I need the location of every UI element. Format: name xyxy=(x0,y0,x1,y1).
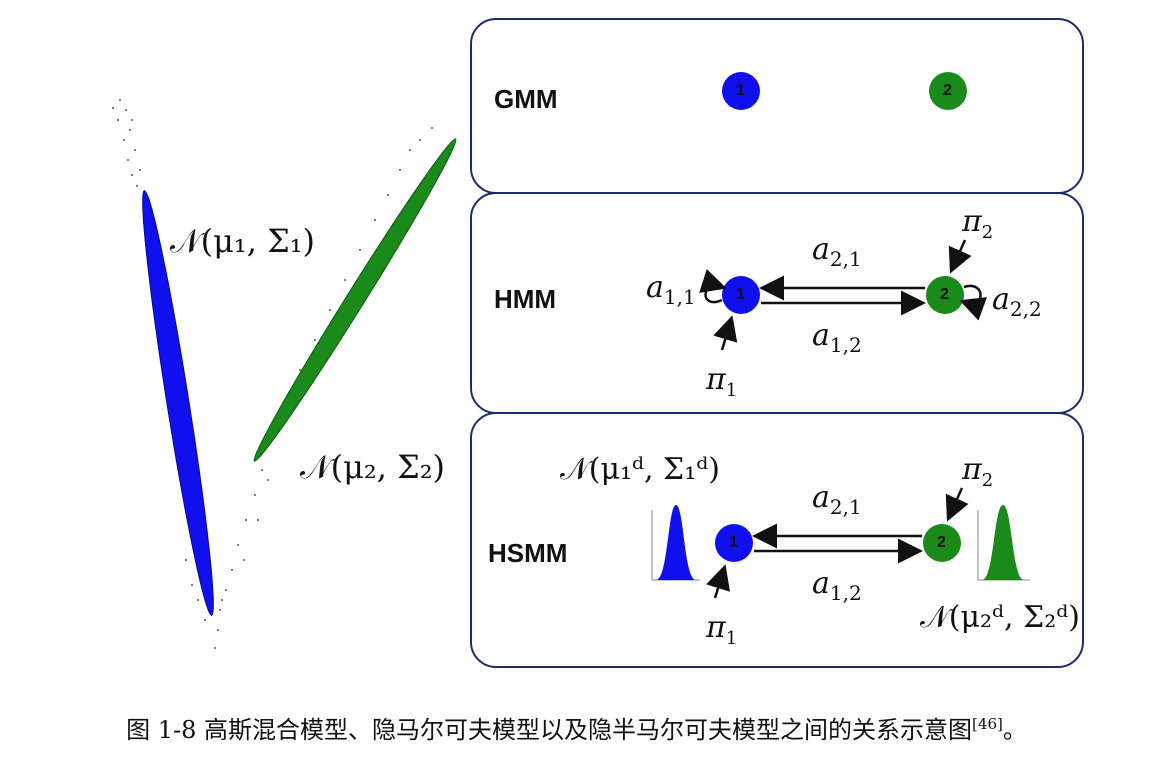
gmm-state-1-label: 1 xyxy=(736,82,745,100)
hmm-self-loop-1 xyxy=(706,286,723,302)
hmm-initial-arrow-2 xyxy=(952,240,965,269)
caption-text: 图 1-8 高斯混合模型、隐马尔可夫模型以及隐半马尔可夫模型之间的关系示意图 xyxy=(126,716,972,744)
hmm-state-1-label: 1 xyxy=(736,286,745,304)
hsmm-initial-arrow-2 xyxy=(949,488,962,517)
hmm-pi1-label: π1 xyxy=(706,362,737,401)
hmm-self-loop-2 xyxy=(964,286,981,303)
hmm-pi2-label: π2 xyxy=(962,204,993,243)
duration-distribution-2 xyxy=(978,505,1030,580)
hmm-initial-arrow-1 xyxy=(722,320,731,350)
hsmm-duration-1-label: 𝒩(μ₁ᵈ, Σ₁ᵈ) xyxy=(560,452,720,487)
hsmm-initial-arrow-1 xyxy=(715,569,724,598)
hsmm-pi1-label: π1 xyxy=(706,610,737,649)
hmm-state-2-label: 2 xyxy=(940,286,949,304)
hsmm-a21-label: a2,1 xyxy=(812,480,862,519)
hsmm-state-1-label: 1 xyxy=(729,534,738,552)
hsmm-state-2-label: 2 xyxy=(937,534,946,552)
hsmm-pi2-label: π2 xyxy=(962,452,993,491)
hmm-a12-label: a1,2 xyxy=(812,318,862,357)
hsmm-a12-label: a1,2 xyxy=(812,566,862,605)
caption-reference: [46] xyxy=(972,715,1003,733)
state-diagrams xyxy=(0,0,1153,700)
hmm-a11-label: a1,1 xyxy=(646,270,696,309)
duration-distribution-1 xyxy=(652,505,700,580)
figure-caption: 图 1-8 高斯混合模型、隐马尔可夫模型以及隐半马尔可夫模型之间的关系示意图[4… xyxy=(0,710,1153,745)
gmm-state-2-label: 2 xyxy=(943,82,952,100)
hmm-a21-label: a2,1 xyxy=(812,232,862,271)
hmm-a22-label: a2,2 xyxy=(992,282,1042,321)
caption-end: 。 xyxy=(1003,716,1027,744)
hsmm-duration-2-label: 𝒩(μ₂ᵈ, Σ₂ᵈ) xyxy=(920,600,1080,635)
